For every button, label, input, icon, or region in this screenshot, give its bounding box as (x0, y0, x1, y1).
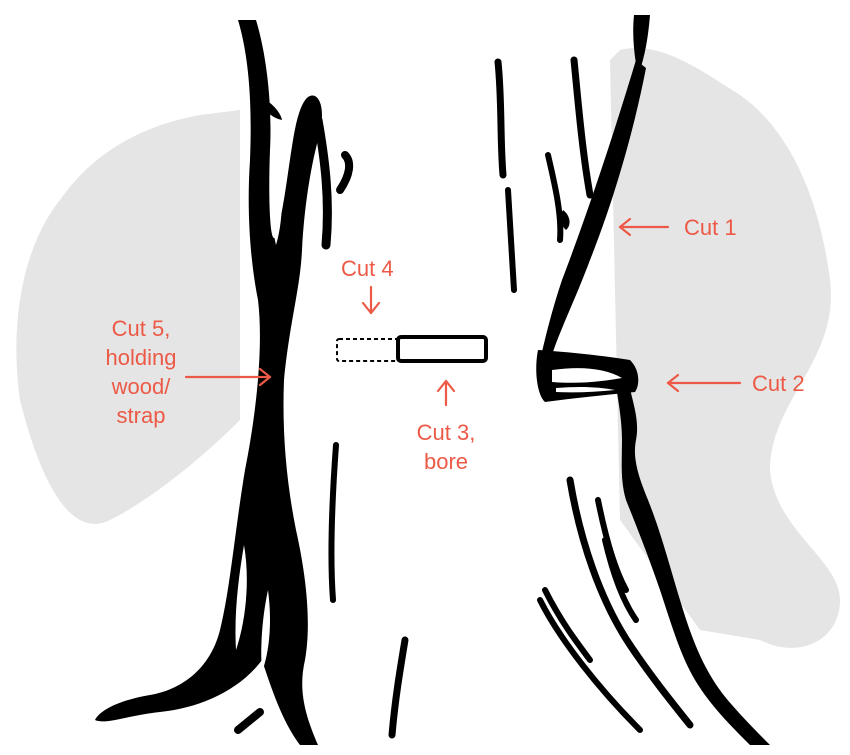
label-cut-2: Cut 2 (752, 371, 805, 396)
lower-bark-stroke-2 (392, 640, 405, 735)
trunk-line-1 (498, 62, 503, 175)
label-cut-5-line-4: strap (117, 403, 166, 428)
right-bark-stroke-5 (540, 600, 640, 730)
arrow-cut-4 (363, 287, 379, 313)
cut-3-bore-rect (398, 337, 486, 361)
trunk-line-4 (574, 60, 590, 195)
trunk-line-2 (508, 190, 514, 290)
label-cut-5-line-3: wood/ (111, 374, 172, 399)
cut-4-dashed-outline (337, 339, 399, 361)
label-cut-5-line-1: Cut 5, (112, 316, 171, 341)
trunk-line-3 (548, 155, 560, 240)
label-cut-5-line-2: holding (106, 345, 177, 370)
arrow-cut-3 (438, 381, 454, 405)
left-trunk-bark-curl (340, 155, 349, 190)
lower-bark-stroke-3 (238, 712, 260, 730)
left-trunk-bark-line (318, 120, 327, 245)
label-cut-4: Cut 4 (341, 256, 394, 281)
label-cut-3-line-2: bore (424, 449, 468, 474)
label-cut-1: Cut 1 (684, 215, 737, 240)
lower-bark-stroke-1 (332, 445, 336, 600)
label-cut-3-line-1: Cut 3, (417, 420, 476, 445)
